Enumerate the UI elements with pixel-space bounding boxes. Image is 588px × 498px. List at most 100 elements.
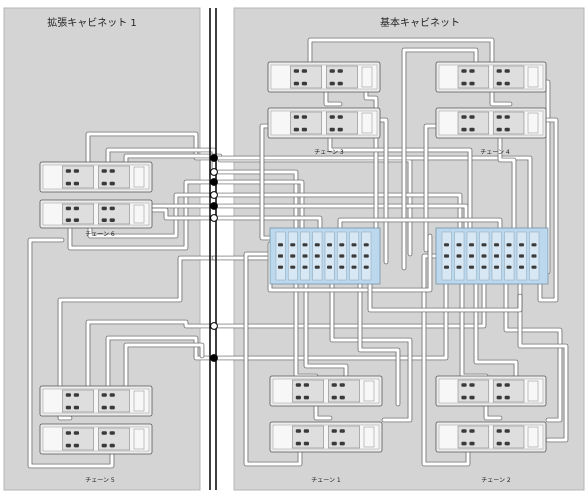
chain-label-1: チェーン 1	[311, 477, 341, 484]
cable-14	[212, 170, 298, 230]
base-shelf-chain4-bottom-port-6	[469, 127, 475, 132]
expansion-shelf-chain5-top-port-5	[65, 405, 71, 410]
expansion-shelf-chain6-bottom-port-2	[73, 206, 79, 211]
base-shelf-chain3-top-port-5	[293, 81, 299, 86]
base-shelf-chain4-top-port-7	[496, 81, 502, 86]
base-shelf-chain4-bottom-bezel	[438, 110, 544, 136]
controller-left-slot-2-port-2	[290, 254, 296, 258]
expansion-shelf-chain5-top-port-7	[101, 405, 107, 410]
base-shelf-chain2-top	[435, 375, 547, 407]
connector-c3	[210, 178, 218, 186]
base-shelf-chain2-bottom-port-2	[469, 429, 475, 433]
expansion-shelf-chain5-top-psu	[133, 390, 145, 412]
controller-left-slot-4-port-3	[314, 265, 320, 269]
connector-c7	[210, 322, 218, 330]
base-shelf-chain1-top-port-5	[295, 395, 301, 400]
controller-left-slot-1-port-1	[278, 243, 283, 247]
base-shelf-chain4-bottom-psu	[527, 112, 539, 134]
base-shelf-chain4-top-psu	[527, 66, 539, 88]
expansion-shelf-chain6-top-port-7	[101, 181, 107, 186]
expansion-shelf-chain6-bottom-port-8	[109, 218, 115, 222]
controller-right-slot-4-port-1	[481, 243, 487, 247]
cable-22	[308, 38, 494, 66]
expansion-shelf-chain5-top	[39, 385, 153, 417]
controller-left-slot-2-port-3	[290, 265, 296, 269]
cable-13	[212, 156, 532, 264]
expansion-shelf-chain6-bottom-port-3	[101, 206, 107, 211]
controller-left-slot-1-port-3	[278, 265, 283, 269]
cable-41	[518, 282, 568, 442]
base-shelf-chain1-top-port-2	[303, 383, 309, 387]
expansion-shelf-chain6-top-port-4	[109, 169, 115, 173]
base-shelf-chain1-top-port-4	[339, 383, 345, 387]
cable-5	[88, 193, 216, 238]
base-shelf-chain1-bottom-port-5	[295, 441, 301, 446]
controller-left-slot-5-port-3	[327, 265, 332, 269]
base-shelf-chain3-top-port-1	[293, 69, 299, 73]
base-shelf-chain2-bottom-port-4	[504, 429, 510, 433]
controller-left	[269, 227, 381, 285]
chain-label-2: チェーン 2	[481, 477, 511, 484]
base-shelf-chain2-top-port-5	[461, 395, 467, 400]
base-shelf-chain3-top-port-8	[337, 81, 343, 86]
base-shelf-chain1-top-port-7	[331, 395, 337, 400]
base-shelf-chain1-top-port-6	[303, 395, 309, 400]
base-shelf-chain4-bottom	[435, 107, 547, 139]
controller-left-slot-4-port-1	[314, 243, 320, 247]
expansion-shelf-chain6-bottom-psu	[133, 204, 145, 224]
base-shelf-chain1-bottom-port-2	[303, 429, 309, 433]
connector-c2	[210, 168, 218, 176]
base-shelf-chain1-bottom-bezel	[272, 424, 380, 450]
base-shelf-chain1-top-psu	[363, 380, 375, 402]
expansion-shelf-chain5-top-port-1	[65, 393, 71, 397]
expansion-shelf-chain5-top-port-8	[109, 405, 115, 410]
base-shelf-chain3-bottom-port-4	[337, 115, 343, 119]
connector-c8	[210, 354, 218, 362]
controller-left-slot-7-port-1	[351, 243, 357, 247]
expansion-shelf-chain5-bottom-port-4	[109, 431, 115, 435]
cable-26	[328, 136, 472, 248]
controller-right-slot-2-port-1	[456, 243, 462, 247]
expansion-shelf-chain5-top-bezel	[42, 388, 150, 414]
controller-left-slot-8-port-2	[363, 254, 369, 258]
connector-c4	[210, 191, 218, 199]
base-shelf-chain1-bottom-port-3	[331, 429, 337, 433]
base-shelf-chain1-top-bezel	[272, 378, 380, 404]
expansion-shelf-chain5-top-port-4	[109, 393, 115, 397]
controller-right-slot-2-port-3	[456, 265, 462, 269]
base-shelf-chain2-bottom	[435, 421, 547, 453]
cable-16	[212, 193, 462, 230]
controller-right-slot-5-port-1	[494, 243, 499, 247]
expansion-shelf-chain5-bottom-port-2	[73, 431, 79, 435]
expansion-shelf-chain6-top-port-8	[109, 181, 115, 186]
base-shelf-chain4-top-port-4	[504, 69, 510, 73]
base-shelf-chain4-top-port-6	[469, 81, 475, 86]
base-shelf-chain3-bottom-port-1	[293, 115, 299, 119]
controller-right-slot-6-port-1	[506, 243, 512, 247]
expansion-shelf-chain6-top-port-3	[101, 169, 107, 173]
controller-left-slot-8-port-3	[363, 265, 369, 269]
controller-right-slot-3-port-2	[469, 254, 474, 258]
base-shelf-chain4-bottom-port-4	[504, 115, 510, 119]
controller-left-slot-7-port-2	[351, 254, 357, 258]
cable-28	[402, 48, 478, 270]
base-shelf-chain4-top	[435, 61, 547, 93]
cable-10	[124, 343, 204, 394]
cable-4	[68, 180, 216, 250]
controller-right-slot-1-port-2	[444, 254, 449, 258]
expansion-shelf-chain6-top-port-1	[65, 169, 71, 173]
base-shelf-chain3-bottom-port-6	[301, 127, 307, 132]
controller-left-slot-5-port-2	[327, 254, 332, 258]
base-shelf-chain1-bottom-port-7	[331, 441, 337, 446]
cable-8	[86, 320, 216, 394]
controller-left-slot-7-port-3	[351, 265, 357, 269]
expansion-shelf-chain5-bottom-port-1	[65, 431, 71, 435]
base-shelf-chain4-top-port-2	[469, 69, 475, 73]
controller-right	[435, 227, 549, 285]
cable-40	[504, 282, 562, 422]
controller-right-slot-8-port-1	[531, 243, 537, 247]
base-shelf-chain3-top-port-4	[337, 69, 343, 73]
controller-left-slot-3-port-1	[302, 243, 308, 247]
